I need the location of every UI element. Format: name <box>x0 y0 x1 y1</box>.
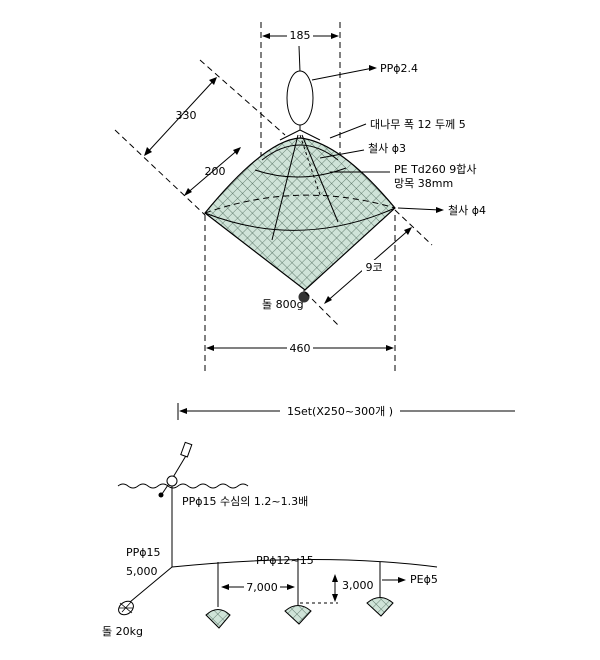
wire4-ring-back <box>204 194 396 214</box>
trap-icon-1 <box>205 609 231 629</box>
drop-label: 3,000 <box>342 579 374 592</box>
float-icon <box>286 70 314 126</box>
bamboo-label: 대나무 폭 12 두께 5 <box>370 118 466 131</box>
main-line <box>171 559 438 568</box>
vertical-rope-label-2: 5,000 <box>126 565 158 578</box>
longline-set-diagram: 1Set(X250~300개 ) PPϕ15 수심의 1.2~1.3배 PPϕ1… <box>102 403 515 638</box>
net-label-1: PE Td260 9합사 <box>394 163 477 176</box>
leader-wire4 <box>397 207 441 211</box>
sinker-label: 돌 800g <box>262 298 304 311</box>
trap-icon-2 <box>284 605 312 625</box>
buoy-weight <box>158 492 164 498</box>
buoy-rope-label: PPϕ15 수심의 1.2~1.3배 <box>182 495 308 508</box>
anchor-rope <box>129 566 173 603</box>
wire3-label: 철사 ϕ3 <box>368 142 406 155</box>
leader-bamboo <box>329 123 367 139</box>
bamboo-strut-back <box>299 134 321 196</box>
bamboo-strut-right <box>301 134 339 223</box>
net-body <box>204 137 396 291</box>
wire4-label: 철사 ϕ4 <box>448 204 486 217</box>
branch-label: PEϕ5 <box>410 573 438 586</box>
wire3-ring <box>254 167 347 178</box>
main-line-label: PPϕ12~15 <box>256 554 314 567</box>
dim-200-line <box>184 147 241 196</box>
leader-float <box>311 67 374 81</box>
dim-upper-side: 200 <box>205 165 226 178</box>
trap-detail-diagram: 185 330 200 돌 800g <box>114 22 486 375</box>
anchor-stone-icon <box>118 600 134 616</box>
net-label-2: 망목 38mm <box>394 177 453 190</box>
vertical-rope-label-1: PPϕ15 <box>126 546 161 559</box>
leader-wire3 <box>319 149 365 159</box>
flag-icon <box>180 441 193 458</box>
flag-pole <box>171 453 188 480</box>
trap-icon-3 <box>366 597 394 617</box>
dim-left-length: 330 <box>176 109 197 122</box>
bridle-lines <box>279 125 321 141</box>
anchor-label: 돌 20kg <box>102 625 143 638</box>
bamboo-strut-left <box>271 134 299 241</box>
buoy-tail <box>161 484 169 495</box>
set-label: 1Set(X250~300개 ) <box>287 405 393 418</box>
guide-bottom-diag <box>304 291 339 326</box>
dim-top-width: 185 <box>290 29 311 42</box>
wire4-ring-front <box>204 207 396 231</box>
dim-bottom-width: 460 <box>290 342 311 355</box>
dim-right-side: 9코 <box>365 261 382 274</box>
spacing-label: 7,000 <box>246 581 278 594</box>
float-label: PPϕ2.4 <box>380 62 418 75</box>
buoy-icon <box>166 475 178 487</box>
dim-330-line <box>144 77 217 156</box>
guide-diag-lower <box>114 129 206 216</box>
guide-right-diag <box>394 209 433 246</box>
bamboo-ring <box>261 144 339 161</box>
top-rope <box>298 45 301 73</box>
guide-diag-upper <box>199 59 286 136</box>
water-surface-wave <box>117 483 249 489</box>
